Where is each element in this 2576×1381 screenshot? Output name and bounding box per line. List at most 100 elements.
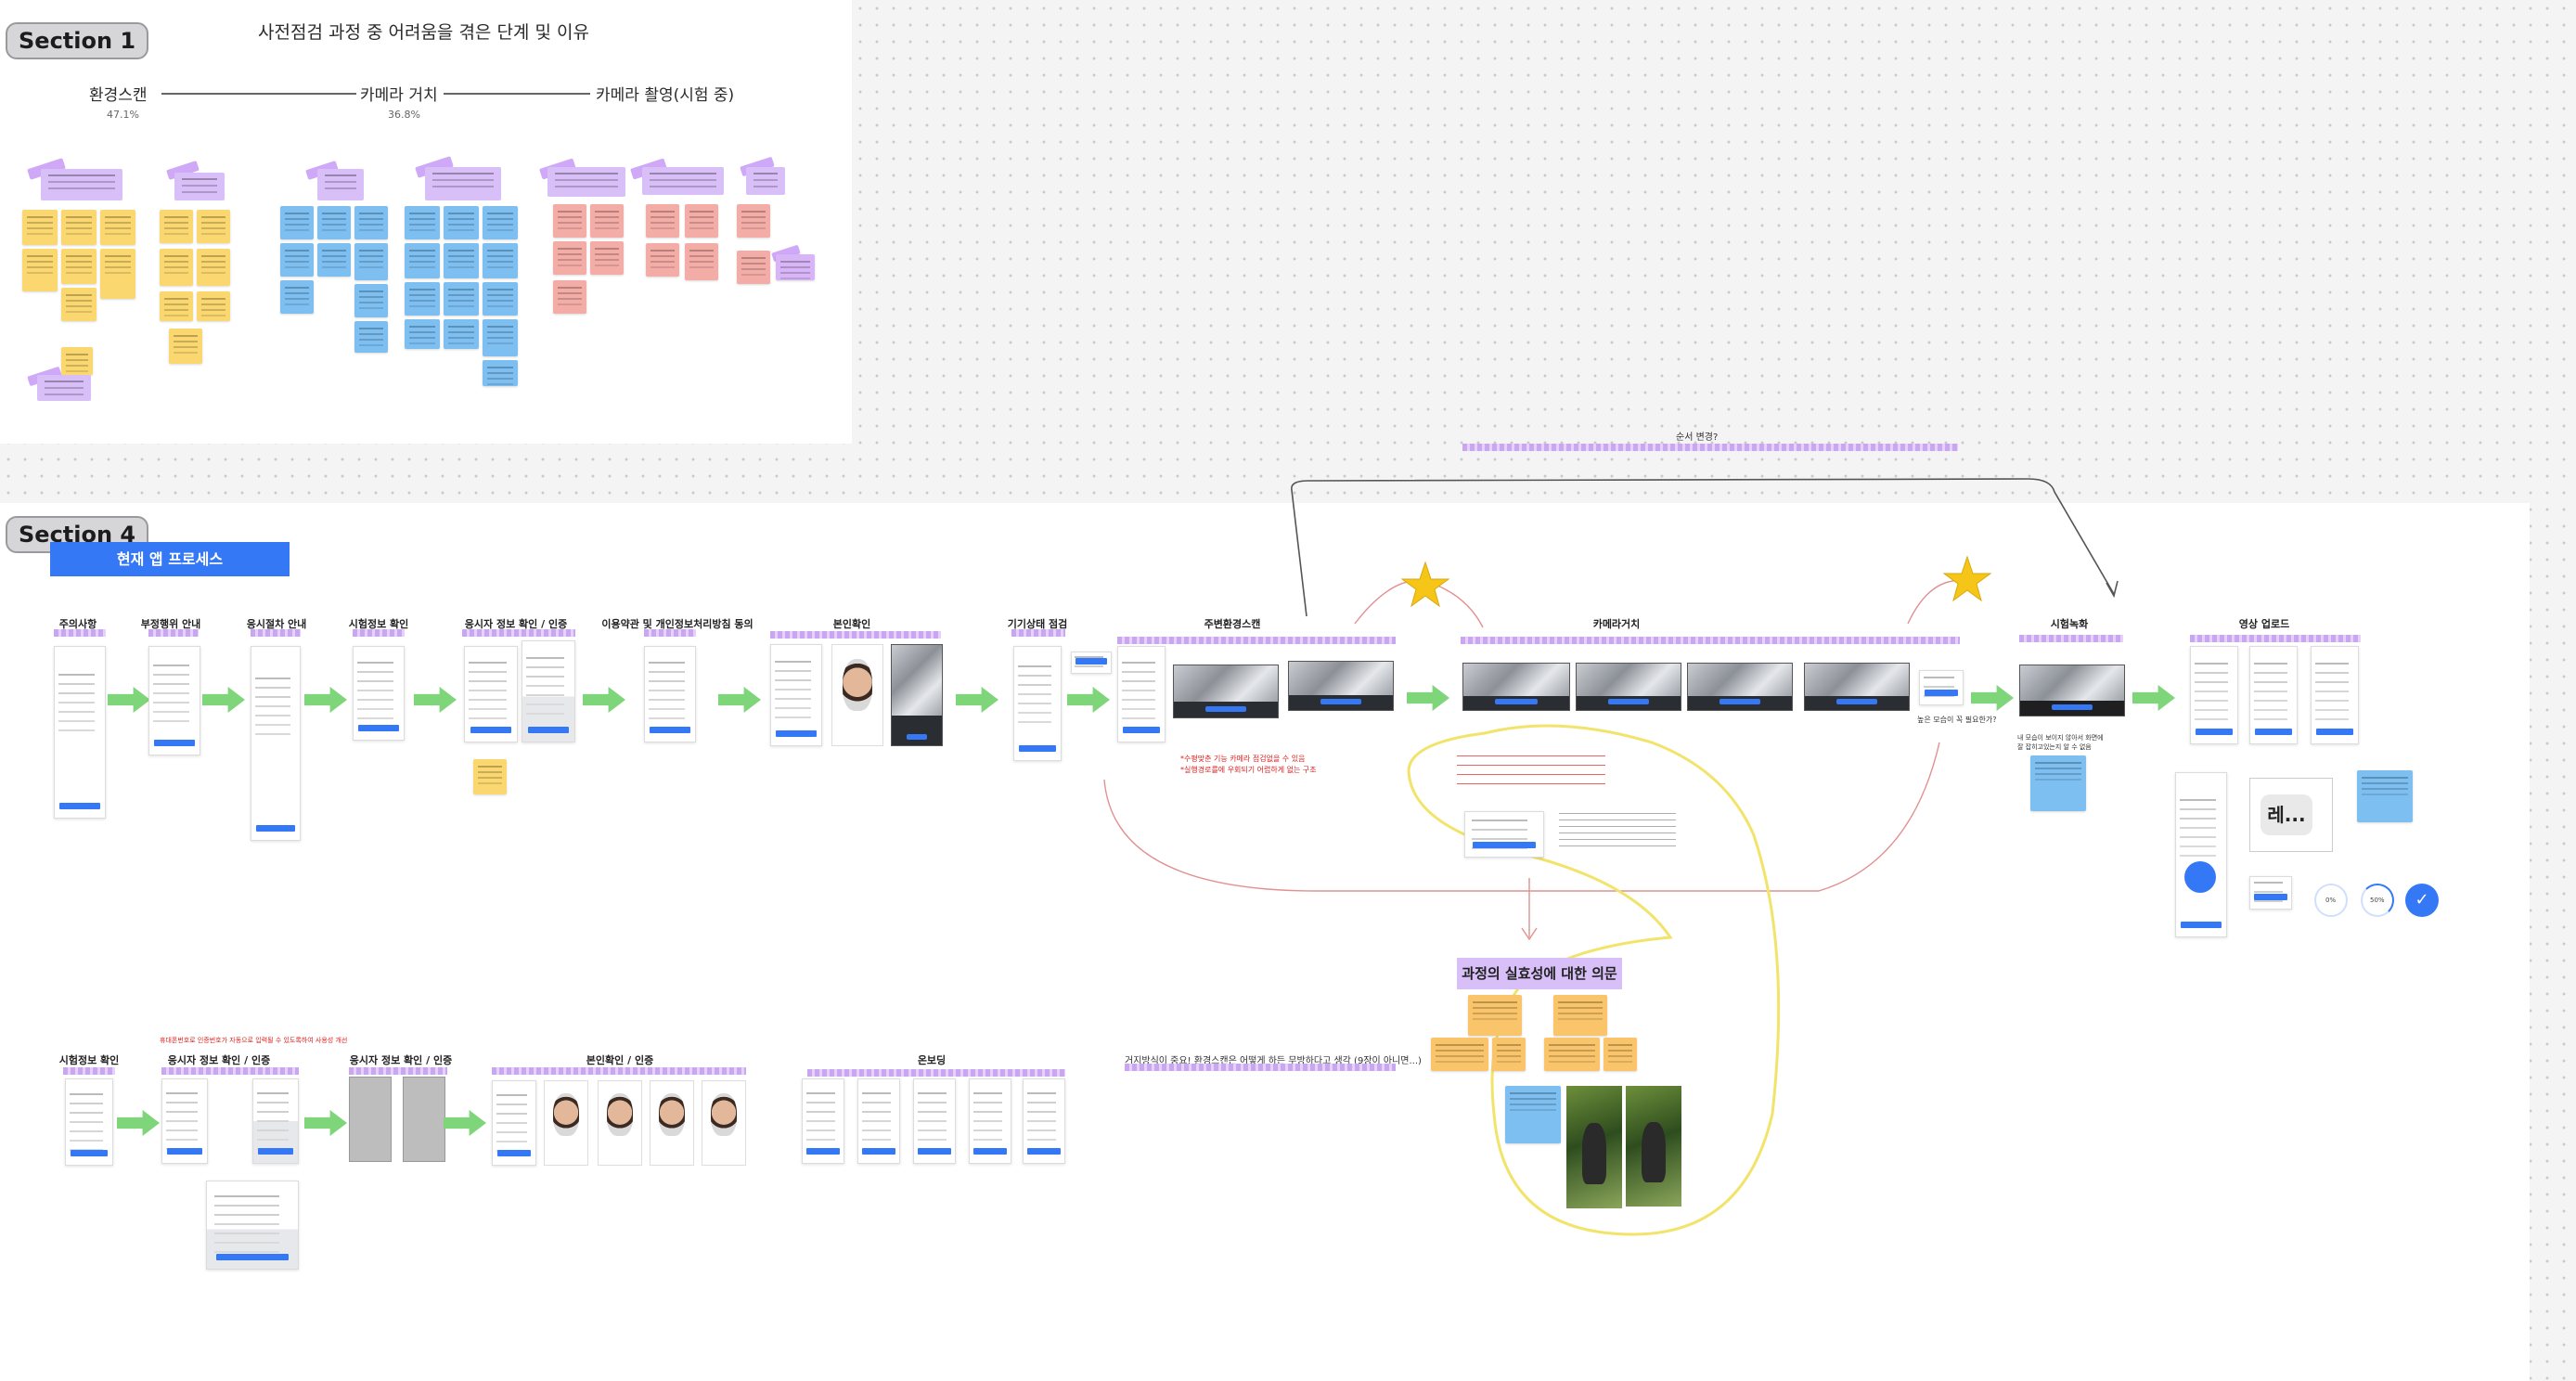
sticky-note[interactable] <box>22 249 58 291</box>
app-screen-keyboard[interactable] <box>522 640 575 742</box>
sticky-note[interactable] <box>405 319 440 349</box>
onboarding-screen[interactable] <box>857 1078 900 1164</box>
sticky-note[interactable] <box>61 288 97 321</box>
app-screen[interactable] <box>353 646 405 741</box>
sticky-note[interactable] <box>483 206 518 239</box>
sticky-note[interactable] <box>473 759 507 794</box>
sticky-note[interactable] <box>61 210 97 245</box>
app-screen[interactable] <box>644 646 696 742</box>
sticky-note[interactable] <box>646 204 679 238</box>
app-screen[interactable] <box>2249 646 2298 744</box>
sticky-note[interactable] <box>483 243 518 278</box>
mount-screen[interactable] <box>1462 663 1570 711</box>
app-screen[interactable] <box>1117 646 1166 742</box>
sticky-note[interactable] <box>61 249 97 284</box>
app-screen[interactable] <box>54 646 106 819</box>
sticky-note[interactable] <box>1553 995 1607 1036</box>
sticky-note[interactable] <box>1604 1038 1637 1071</box>
sticky-note[interactable] <box>160 210 193 243</box>
sticky-note[interactable] <box>317 243 351 277</box>
app-screen-tall[interactable] <box>2175 772 2227 937</box>
sticky-note[interactable] <box>169 329 202 364</box>
camera-screen[interactable] <box>891 644 943 746</box>
sticky-note[interactable] <box>1492 1038 1526 1071</box>
face-capture-screen[interactable] <box>831 644 883 746</box>
mount-screen[interactable] <box>1804 663 1910 711</box>
sticky-note[interactable] <box>444 243 479 278</box>
sticky-note[interactable] <box>100 249 135 299</box>
sticky-note[interactable] <box>280 206 314 239</box>
app-screen-card[interactable] <box>1464 811 1544 858</box>
sticky-note[interactable] <box>22 210 58 245</box>
sticky-note[interactable] <box>280 243 314 277</box>
app-screen-small[interactable] <box>2249 876 2292 910</box>
sticky-note[interactable] <box>354 243 388 280</box>
app-screen[interactable] <box>464 646 518 742</box>
sticky-note[interactable] <box>483 282 518 316</box>
app-screen-small[interactable] <box>1071 652 1112 674</box>
sticky-note[interactable] <box>2357 770 2413 822</box>
recording-toast[interactable]: 레... <box>2260 794 2312 835</box>
face-capture-screen[interactable] <box>544 1080 588 1166</box>
recording-screen[interactable] <box>2019 665 2125 716</box>
sticky-note[interactable] <box>553 241 586 275</box>
app-screen[interactable] <box>161 1078 208 1164</box>
mount-screen[interactable] <box>1687 663 1793 711</box>
sticky-note[interactable] <box>197 249 230 286</box>
app-screen[interactable] <box>492 1080 536 1166</box>
sticky-note[interactable] <box>405 206 440 239</box>
sticky-note[interactable] <box>553 280 586 314</box>
app-screen[interactable] <box>251 646 301 841</box>
sticky-note[interactable] <box>197 210 230 243</box>
app-screen-keyboard[interactable] <box>206 1181 299 1270</box>
app-screen[interactable] <box>2311 646 2359 744</box>
sticky-note[interactable] <box>1468 995 1522 1036</box>
face-capture-screen[interactable] <box>598 1080 642 1166</box>
sticky-note[interactable] <box>100 210 135 245</box>
sticky-note[interactable] <box>685 243 718 280</box>
sticky-note[interactable] <box>646 243 679 277</box>
sticky-note[interactable] <box>160 249 193 286</box>
sticky-note[interactable] <box>590 241 624 275</box>
sticky-note[interactable] <box>444 319 479 349</box>
onboarding-screen[interactable] <box>1023 1078 1065 1164</box>
sticky-note[interactable] <box>483 360 518 386</box>
sticky-note[interactable] <box>553 204 586 238</box>
sticky-note[interactable] <box>1431 1038 1488 1071</box>
section-1-tag[interactable]: Section 1 <box>6 22 149 59</box>
onboarding-screen[interactable] <box>802 1078 844 1164</box>
sticky-note[interactable] <box>405 243 440 278</box>
face-capture-screen[interactable] <box>650 1080 694 1166</box>
sticky-note[interactable] <box>280 280 314 314</box>
sticky-note[interactable] <box>160 291 193 321</box>
sticky-note[interactable] <box>61 347 93 375</box>
sticky-note[interactable] <box>1544 1038 1600 1071</box>
app-screen[interactable] <box>148 646 200 755</box>
app-screen-small[interactable] <box>1919 670 1964 705</box>
sticky-note[interactable] <box>737 204 770 238</box>
app-screen[interactable] <box>770 644 822 746</box>
sticky-note[interactable] <box>1505 1086 1561 1143</box>
sticky-note[interactable] <box>354 206 388 239</box>
onboarding-screen[interactable] <box>969 1078 1011 1164</box>
app-screen-keyboard[interactable] <box>252 1078 299 1164</box>
sticky-note[interactable] <box>685 204 718 238</box>
app-screen[interactable] <box>2190 646 2238 744</box>
sticky-note[interactable] <box>444 206 479 239</box>
app-screen[interactable] <box>65 1078 113 1166</box>
sticky-note[interactable] <box>354 321 388 353</box>
scan-screen[interactable] <box>1288 661 1394 711</box>
sticky-note[interactable] <box>444 282 479 316</box>
mount-screen[interactable] <box>1576 663 1681 711</box>
app-screen[interactable] <box>1013 646 1062 761</box>
sticky-note[interactable] <box>354 284 388 317</box>
sticky-note[interactable] <box>737 251 770 284</box>
sticky-note[interactable] <box>197 291 230 321</box>
sticky-note[interactable] <box>317 206 351 239</box>
sticky-note[interactable] <box>483 319 518 356</box>
sticky-note[interactable] <box>405 282 440 316</box>
sticky-note[interactable] <box>2030 755 2086 811</box>
sticky-note[interactable] <box>776 254 815 280</box>
scan-screen[interactable] <box>1173 665 1279 718</box>
onboarding-screen[interactable] <box>913 1078 956 1164</box>
